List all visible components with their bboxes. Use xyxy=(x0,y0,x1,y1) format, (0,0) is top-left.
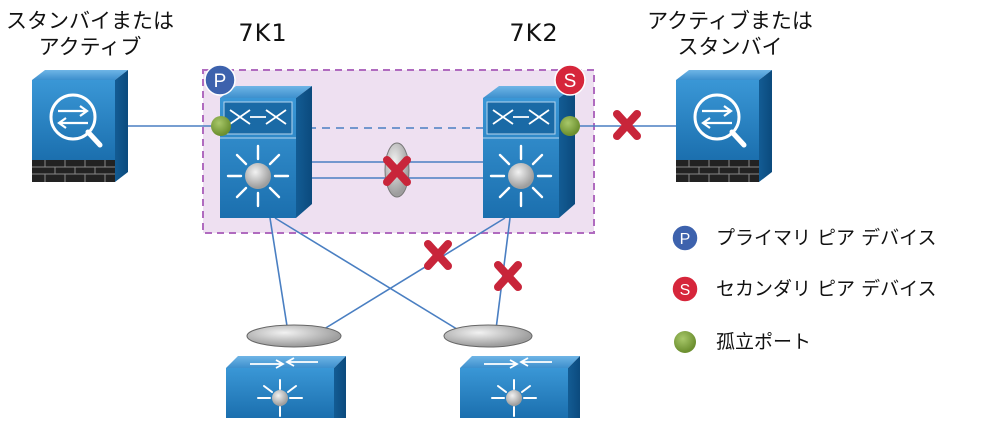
legend-primary-icon: P xyxy=(671,224,699,252)
link-7k2-access-left xyxy=(297,217,506,346)
switch-7k1-label: 7K1 xyxy=(238,19,288,47)
right-host-label-line1: アクティブまたは xyxy=(647,9,813,33)
primary-badge: P xyxy=(204,64,236,96)
svg-text:S: S xyxy=(564,71,577,92)
port-channel-oval-right xyxy=(443,324,533,348)
right-host-label-line2: スタンバイ xyxy=(677,35,783,59)
link-7k1-access-left xyxy=(269,217,291,346)
legend-orphan-port-icon xyxy=(674,331,696,353)
svg-text:S: S xyxy=(680,282,691,299)
left-host-label-line2: アクティブ xyxy=(38,35,142,59)
link-7k1-access-right xyxy=(274,217,484,346)
legend-primary-label: プライマリ ピア デバイス xyxy=(716,227,937,249)
port-channel-oval-left xyxy=(246,324,342,348)
svg-text:P: P xyxy=(214,71,227,92)
left-firewall-device xyxy=(32,70,128,182)
orphan-port-7k2 xyxy=(560,116,580,136)
failure-x-icon-downlink-b xyxy=(494,261,522,291)
access-switch-right xyxy=(460,356,580,418)
nexus-7k1-switch xyxy=(220,86,312,218)
svg-text:P: P xyxy=(680,231,691,248)
right-firewall-device xyxy=(676,70,772,182)
switch-7k2-label: 7K2 xyxy=(509,19,559,47)
access-switch-left xyxy=(226,356,346,418)
left-host-label-line1: スタンバイまたは xyxy=(6,9,174,33)
failure-x-icon-right-host xyxy=(613,110,641,140)
right-host-label: アクティブまたは スタンバイ xyxy=(635,8,825,60)
legend-secondary-label: セカンダリ ピア デバイス xyxy=(716,278,937,300)
nexus-7k2-switch xyxy=(483,86,575,218)
secondary-badge: S xyxy=(554,64,586,96)
failure-x-icon-peer-link xyxy=(383,156,411,186)
legend-orphan-label: 孤立ポート xyxy=(716,331,812,353)
legend-secondary-icon: S xyxy=(671,275,699,303)
failure-x-icon-downlink-a xyxy=(424,240,452,270)
orphan-port-7k1 xyxy=(211,116,231,136)
left-host-label: スタンバイまたは アクティブ xyxy=(0,8,180,60)
failure-x-icons xyxy=(383,110,641,291)
